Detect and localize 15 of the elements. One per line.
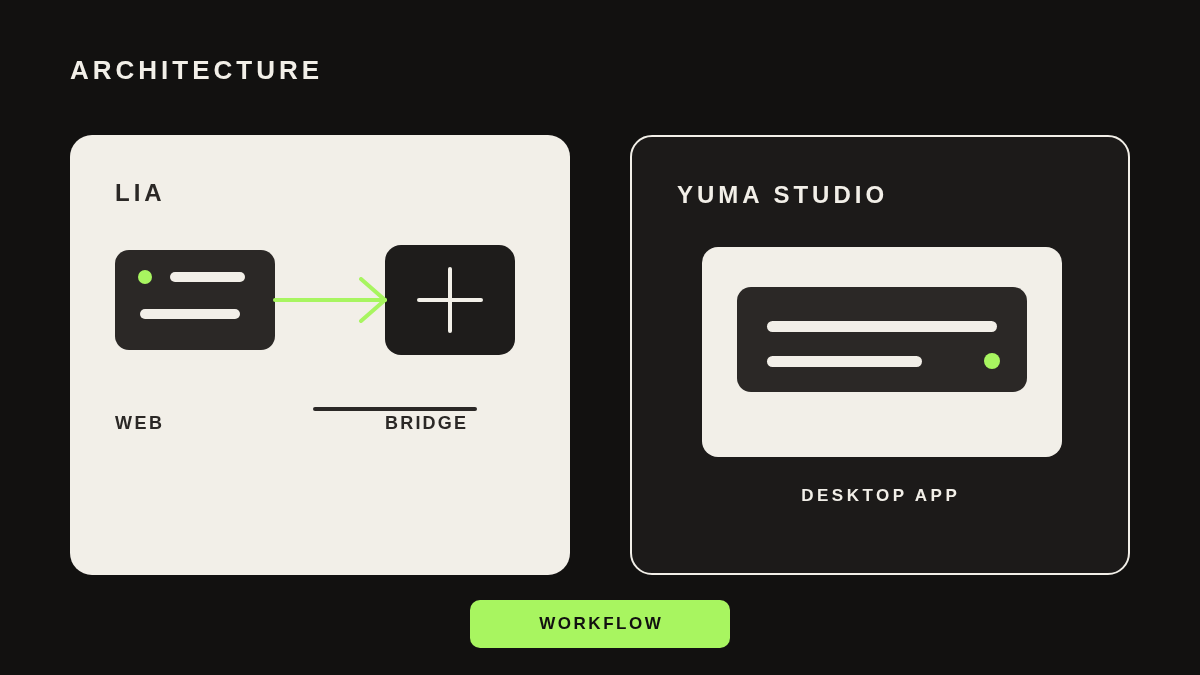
component-tile (385, 245, 515, 355)
workflow-badge (470, 600, 730, 648)
system-panel (630, 135, 1130, 575)
arrow (273, 277, 387, 323)
component-label: BRIDGE (385, 413, 469, 434)
diagram-title: ARCHITECTURE (70, 56, 324, 86)
app-window-card (702, 247, 1062, 457)
component-label: DESKTOP APP (800, 486, 961, 506)
badge-label: WORKFLOW (538, 614, 664, 634)
component-card (115, 250, 275, 350)
status-card (737, 287, 1027, 392)
component-label: WEB (115, 413, 165, 434)
panel-heading: LIA (115, 179, 166, 207)
system-panel (70, 135, 570, 575)
panel-heading: YUMA STUDIO (677, 181, 889, 209)
